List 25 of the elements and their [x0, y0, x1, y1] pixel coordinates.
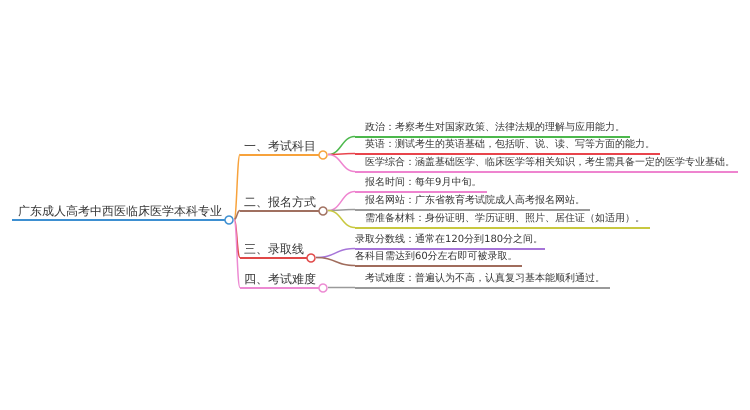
topic-text: 需准备材料：身份证明、学历证明、照片、居住证（如适用）。 [365, 212, 645, 226]
branch-line [233, 154, 241, 220]
topic-text: 录取分数线：通常在120分到180分之间。 [355, 233, 544, 247]
topic-text: 报名网站：广东省教育考试院成人高考报名网站。 [365, 194, 585, 208]
topic-text: 二、报名方式 [244, 195, 316, 210]
branch-line [316, 256, 356, 266]
topic-text: 三、录取线 [244, 242, 304, 257]
branch-line [233, 219, 241, 288]
topic-text: 医学综合：涵盖基础医学、临床医学等相关知识，考生需具备一定的医学专业基础。 [365, 156, 735, 170]
branch-line [328, 152, 355, 156]
topic-text: 四、考试难度 [244, 272, 316, 287]
branch-line [328, 154, 356, 172]
branch-line [328, 208, 355, 212]
topic-text: 报名时间：每年9月中旬。 [365, 176, 482, 190]
topic-text: 英语：测试考生的英语基础，包括听、说、读、写等方面的能力。 [365, 138, 655, 152]
branch-line [233, 219, 241, 258]
branch-line [328, 210, 356, 228]
topic-text: 政治：考察考生对国家政策、法律法规的理解与应用能力。 [365, 121, 625, 135]
branch-line [328, 286, 355, 288]
branch-line [316, 248, 356, 258]
topic-text: 一、考试科目 [244, 139, 316, 154]
topic-text: 考试难度：普遍认为不高，认真复习基本能顺利通过。 [365, 272, 605, 286]
topic-text: 各科目需达到60分左右即可被录取。 [355, 250, 518, 264]
branch-line [234, 210, 240, 220]
topic-text: 广东成人高考中西医临床医学本科专业 [18, 204, 222, 219]
